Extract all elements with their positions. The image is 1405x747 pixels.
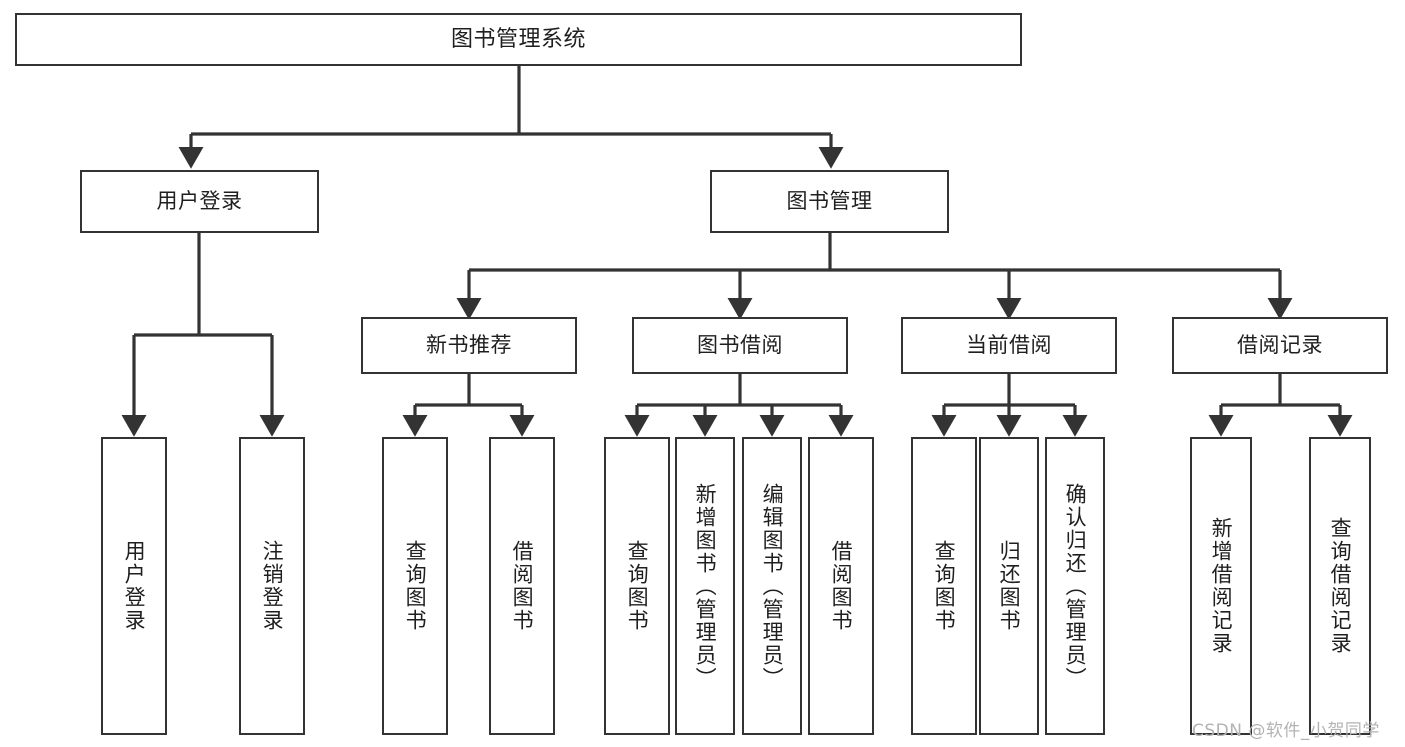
node-label: 图书管理 — [786, 189, 873, 214]
watermark-text: CSDN @软件_小贺同学 — [1192, 721, 1380, 741]
node-new-book-recommend[interactable]: 新书推荐 — [361, 317, 577, 374]
leaf-record-query-record[interactable]: 查询借阅记录 — [1309, 437, 1371, 735]
node-label: 图书管理系统 — [450, 26, 586, 52]
node-current-borrow[interactable]: 当前借阅 — [901, 317, 1117, 374]
leaf-current-query-book[interactable]: 查询图书 — [911, 437, 977, 735]
node-label: 图书借阅 — [697, 333, 783, 358]
leaf-recommend-query-book[interactable]: 查询图书 — [382, 437, 448, 735]
leaf-label: 借阅图书 — [510, 540, 535, 632]
leaf-label: 借阅图书 — [829, 540, 854, 632]
leaf-label: 查询图书 — [625, 540, 650, 632]
leaf-recommend-borrow-book[interactable]: 借阅图书 — [489, 437, 555, 735]
leaf-current-return-book[interactable]: 归还图书 — [979, 437, 1039, 735]
node-label: 当前借阅 — [966, 333, 1052, 358]
leaf-label: 查询图书 — [932, 540, 957, 632]
leaf-borrow-borrow-book[interactable]: 借阅图书 — [808, 437, 874, 735]
node-label: 新书推荐 — [426, 333, 512, 358]
leaf-borrow-edit-book-admin[interactable]: 编辑图书（管理员） — [742, 437, 802, 735]
leaf-label: 查询借阅记录 — [1328, 517, 1353, 655]
node-book-borrow[interactable]: 图书借阅 — [632, 317, 848, 374]
node-user-login[interactable]: 用户登录 — [80, 170, 319, 233]
leaf-label: 注销登录 — [260, 540, 285, 632]
leaf-borrow-query-book[interactable]: 查询图书 — [604, 437, 670, 735]
node-label: 借阅记录 — [1237, 333, 1323, 358]
leaf-user-login-login[interactable]: 用户登录 — [101, 437, 167, 735]
leaf-label: 新增借阅记录 — [1209, 517, 1234, 655]
leaf-record-add-record[interactable]: 新增借阅记录 — [1190, 437, 1252, 735]
leaf-label: 新增图书（管理员） — [693, 482, 718, 690]
node-root-system[interactable]: 图书管理系统 — [15, 13, 1022, 66]
leaf-label: 查询图书 — [403, 540, 428, 632]
node-label: 用户登录 — [156, 189, 243, 214]
leaf-user-login-logout[interactable]: 注销登录 — [239, 437, 305, 735]
leaf-borrow-add-book-admin[interactable]: 新增图书（管理员） — [675, 437, 735, 735]
leaf-current-confirm-return-admin[interactable]: 确认归还（管理员） — [1045, 437, 1105, 735]
leaf-label: 确认归还（管理员） — [1063, 482, 1088, 690]
node-book-management[interactable]: 图书管理 — [710, 170, 949, 233]
leaf-label: 用户登录 — [122, 540, 147, 632]
leaf-label: 编辑图书（管理员） — [760, 482, 785, 690]
node-borrow-record[interactable]: 借阅记录 — [1172, 317, 1388, 374]
leaf-label: 归还图书 — [997, 540, 1022, 632]
